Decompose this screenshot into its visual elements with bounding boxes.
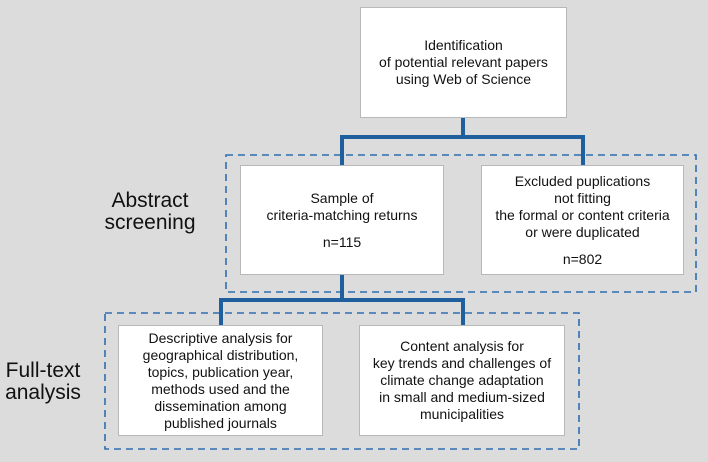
- excluded-line-3: the formal or content criteria: [495, 206, 670, 223]
- descriptive-line-5: dissemination among: [154, 397, 287, 414]
- identification-line-2: of potential relevant papers: [379, 54, 548, 70]
- sample-line-1: Sample of: [310, 189, 374, 206]
- content-analysis-box: Content analysis for key trends and chal…: [359, 325, 565, 436]
- descriptive-line-2: geographical distribution,: [142, 346, 299, 363]
- content-line-4: in small and medium-sized: [379, 389, 545, 405]
- fulltext-label-line-2: analysis: [5, 381, 81, 404]
- identification-line-1: Identification: [424, 37, 503, 53]
- descriptive-line-4: methods used and the: [151, 380, 290, 397]
- fulltext-label-line-1: Full-text: [5, 359, 81, 382]
- abstract-screening-group: [225, 154, 697, 293]
- content-line-5: municipalities: [419, 406, 505, 422]
- excluded-line-2: not fitting: [554, 189, 611, 206]
- sample-count: n=115: [322, 233, 362, 250]
- excluded-line-4: or were duplicated: [525, 223, 640, 240]
- content-line-3: climate change adaptation: [380, 372, 544, 388]
- identification-box: Identification of potential relevant pap…: [360, 7, 567, 118]
- content-line-2: key trends and challenges of: [372, 355, 552, 371]
- sample-box: Sample of criteria-matching returns n=11…: [240, 165, 444, 275]
- abstract-screening-label: Abstract screening: [90, 190, 210, 234]
- descriptive-line-3: topics, publication year,: [147, 363, 294, 380]
- abstract-label-line-1: Abstract: [111, 189, 189, 212]
- excluded-line-1: Excluded puplications: [514, 172, 651, 189]
- excluded-count: n=802: [562, 250, 603, 267]
- identification-line-3: using Web of Science: [395, 71, 532, 87]
- descriptive-line-1: Descriptive analysis for: [148, 329, 293, 346]
- sample-line-2: criteria-matching returns: [266, 206, 418, 223]
- excluded-box: Excluded puplications not fitting the fo…: [481, 165, 684, 275]
- descriptive-analysis-box: Descriptive analysis for geographical di…: [118, 325, 323, 436]
- content-line-1: Content analysis for: [400, 338, 524, 354]
- full-text-analysis-group: [104, 312, 580, 450]
- descriptive-line-6: published journals: [164, 414, 277, 431]
- abstract-label-line-2: screening: [104, 211, 196, 234]
- full-text-analysis-label: Full-text analysis: [0, 360, 86, 404]
